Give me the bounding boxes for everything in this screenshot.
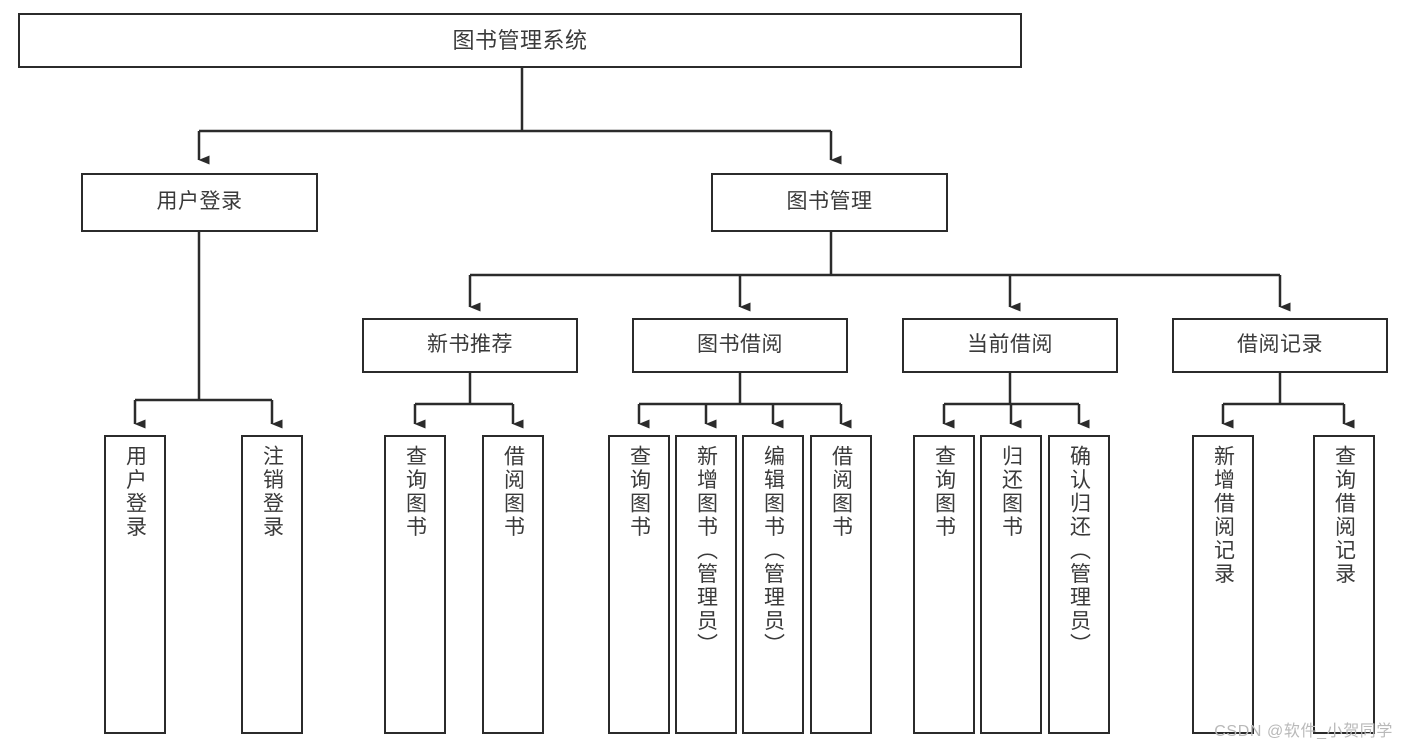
csdn-watermark: CSDN @软件_小贺同学 <box>1214 723 1393 740</box>
node-leaf-logout-login[interactable]: 注销登录 <box>241 435 303 734</box>
node-new-book-recommend-label: 新书推荐 <box>427 333 513 357</box>
node-leaf-user-login[interactable]: 用户登录 <box>104 435 166 734</box>
node-user-login[interactable]: 用户登录 <box>81 173 318 232</box>
node-current-borrow[interactable]: 当前借阅 <box>902 318 1118 373</box>
node-leaf-borrow-book-2-label: 借阅图书 <box>829 445 853 539</box>
node-borrow-record-label: 借阅记录 <box>1237 333 1323 357</box>
node-leaf-edit-book-label: 编辑图书（管理员） <box>761 445 785 657</box>
node-leaf-logout-login-label: 注销登录 <box>260 445 284 539</box>
node-root-label: 图书管理系统 <box>452 27 588 53</box>
node-leaf-borrow-book-2[interactable]: 借阅图书 <box>810 435 872 734</box>
node-leaf-query-book-1[interactable]: 查询图书 <box>384 435 446 734</box>
node-leaf-add-book[interactable]: 新增图书（管理员） <box>675 435 737 734</box>
node-leaf-add-book-label: 新增图书（管理员） <box>694 445 718 657</box>
node-leaf-user-login-label: 用户登录 <box>123 445 147 539</box>
node-leaf-confirm-return-label: 确认归还（管理员） <box>1067 445 1091 657</box>
node-leaf-borrow-book-1[interactable]: 借阅图书 <box>482 435 544 734</box>
node-leaf-query-book-3[interactable]: 查询图书 <box>913 435 975 734</box>
node-leaf-query-book-2-label: 查询图书 <box>627 445 651 539</box>
node-leaf-confirm-return[interactable]: 确认归还（管理员） <box>1048 435 1110 734</box>
node-root[interactable]: 图书管理系统 <box>18 13 1022 68</box>
node-leaf-query-book-1-label: 查询图书 <box>403 445 427 539</box>
node-book-borrow-label: 图书借阅 <box>697 333 783 357</box>
node-leaf-add-record[interactable]: 新增借阅记录 <box>1192 435 1254 734</box>
node-leaf-query-book-3-label: 查询图书 <box>932 445 956 539</box>
node-leaf-query-record[interactable]: 查询借阅记录 <box>1313 435 1375 734</box>
node-leaf-query-record-label: 查询借阅记录 <box>1332 445 1356 586</box>
node-book-management[interactable]: 图书管理 <box>711 173 948 232</box>
node-leaf-borrow-book-1-label: 借阅图书 <box>501 445 525 539</box>
node-leaf-return-book[interactable]: 归还图书 <box>980 435 1042 734</box>
node-user-login-label: 用户登录 <box>156 190 243 214</box>
node-borrow-record[interactable]: 借阅记录 <box>1172 318 1388 373</box>
node-leaf-add-record-label: 新增借阅记录 <box>1211 445 1235 586</box>
node-book-borrow[interactable]: 图书借阅 <box>632 318 848 373</box>
node-leaf-query-book-2[interactable]: 查询图书 <box>608 435 670 734</box>
node-leaf-return-book-label: 归还图书 <box>999 445 1023 539</box>
node-leaf-edit-book[interactable]: 编辑图书（管理员） <box>742 435 804 734</box>
node-current-borrow-label: 当前借阅 <box>967 333 1053 357</box>
node-new-book-recommend[interactable]: 新书推荐 <box>362 318 578 373</box>
node-book-management-label: 图书管理 <box>786 190 873 214</box>
